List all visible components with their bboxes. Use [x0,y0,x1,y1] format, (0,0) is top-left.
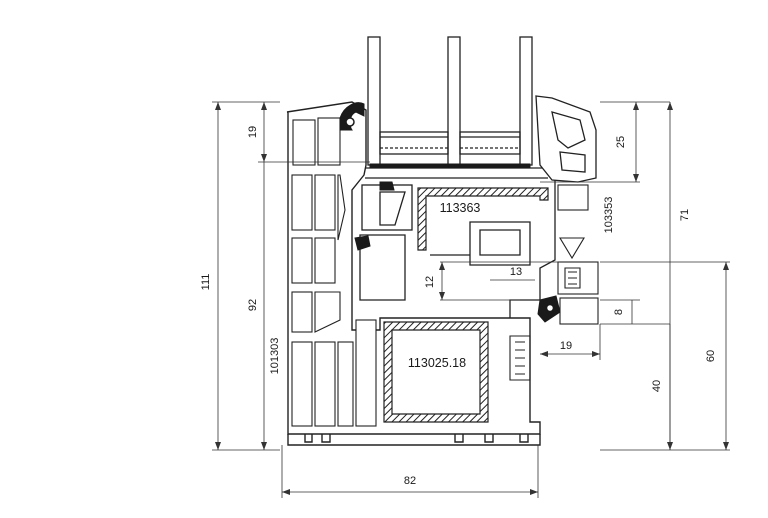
dim-19-bottom: 19 [560,340,572,352]
label-113025-18: 113025.18 [408,356,466,370]
frame-profile [286,101,541,446]
label-113363: 113363 [440,201,481,215]
dim-40: 40 [651,380,663,392]
dim-25: 25 [615,136,627,148]
drainage-teeth [509,267,581,381]
dim-103353: 103353 [603,197,615,234]
dimension-labels: 111 19 92 101303 25 71 103353 12 13 8 60… [200,126,717,487]
dim-111: 111 [200,274,212,291]
glazing-bead [535,95,597,183]
dim-8: 8 [613,309,625,315]
sash-profile [359,167,556,318]
dim-71: 71 [679,209,691,221]
dim-101303: 101303 [269,338,281,375]
part-labels: 113363 113025.18 [400,199,488,372]
dim-60: 60 [705,350,717,362]
dimension-arrows [215,102,729,495]
dim-82: 82 [404,475,416,487]
gaskets [339,102,561,323]
glazing-unit [367,36,533,166]
reinforcement-113025-18 [383,321,489,423]
dim-92: 92 [247,299,259,311]
dim-12: 12 [424,276,436,288]
frame-chambers [291,117,377,427]
reinforcement-113363 [417,187,549,251]
dim-13: 13 [510,266,522,278]
dimension-lines [212,101,730,498]
right-chambers [557,184,599,325]
dim-19-left: 19 [247,126,259,138]
